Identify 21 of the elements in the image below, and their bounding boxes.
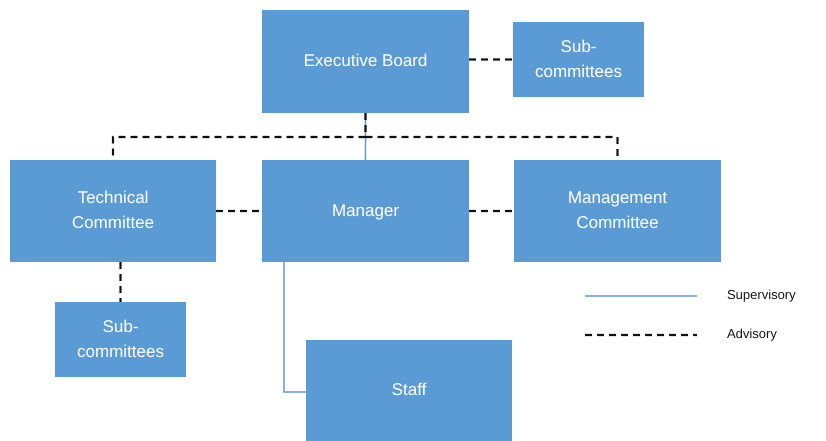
dashed-connector: [469, 210, 514, 212]
org-box: [262, 160, 469, 262]
box-label: Management Committee: [566, 187, 668, 234]
org-box: [262, 10, 469, 113]
org-box: [513, 22, 644, 97]
box-label: Executive Board: [304, 50, 428, 72]
box-label: Sub- committees: [534, 36, 623, 82]
org-box: [55, 302, 186, 377]
box-label: Sub- committees: [76, 316, 165, 362]
box-label: Manager: [332, 200, 400, 222]
legend-label: Advisory: [727, 326, 777, 341]
dashed-connector: [469, 58, 513, 61]
org-box: [306, 340, 512, 441]
org-box: [10, 160, 216, 262]
legend-label: Supervisory: [727, 287, 796, 302]
box-label: Staff: [392, 379, 426, 402]
dashed-connector: [216, 210, 262, 212]
org-box: [514, 160, 721, 262]
dashed-connector: [119, 262, 122, 302]
connector-line: [283, 262, 306, 393]
box-label: Technical Committee: [70, 187, 156, 234]
